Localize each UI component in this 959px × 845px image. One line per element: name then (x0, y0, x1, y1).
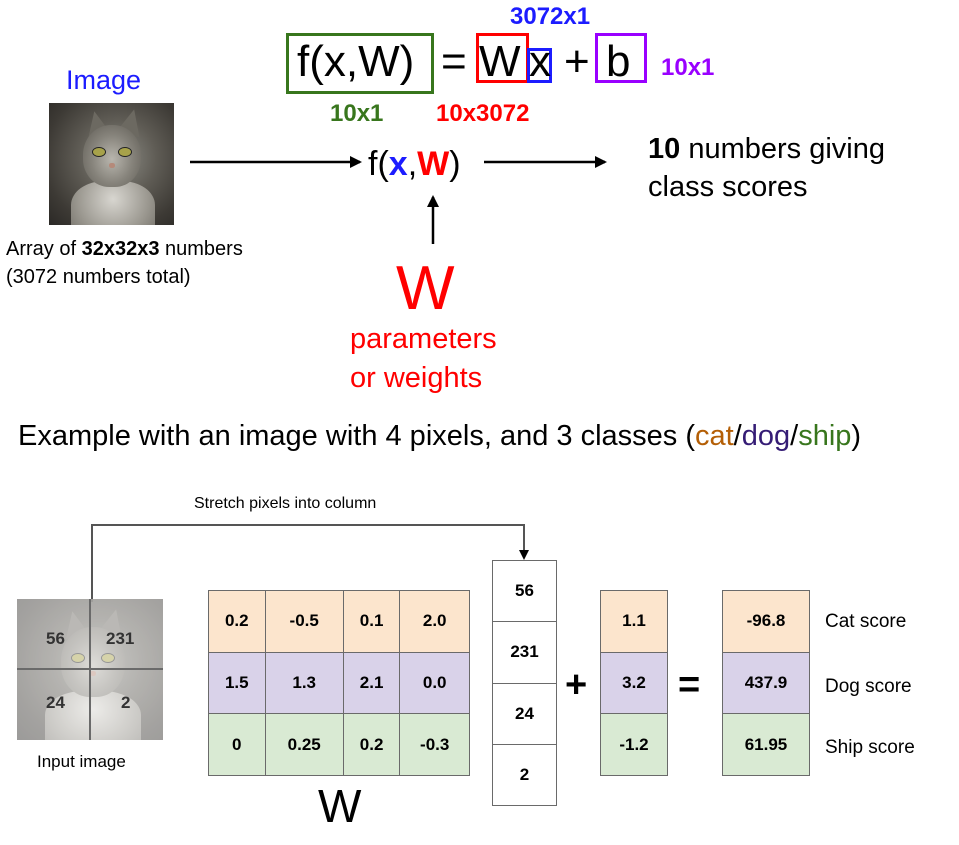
weight-cell: 0 (208, 713, 266, 776)
weight-cell: -0.3 (399, 713, 470, 776)
formula-f: f(x,W) (297, 37, 415, 86)
bias-cell: -1.2 (600, 713, 668, 776)
bias-cell: 3.2 (600, 651, 668, 715)
stretch-label: Stretch pixels into column (194, 495, 377, 512)
weight-cell: 1.3 (264, 651, 344, 715)
pixel-column: 56 231 24 2 (492, 559, 557, 807)
array-desc: Array of 32x32x3 numbers (6, 238, 243, 260)
column-cell: 24 (492, 682, 557, 745)
formula-x: x (529, 37, 551, 86)
column-cell: 56 (492, 559, 557, 623)
score-cell: 437.9 (722, 651, 810, 715)
weight-row-dog: 1.5 1.3 2.1 0.0 (208, 651, 470, 715)
formula-W: W (479, 37, 521, 86)
dim-b: 10x1 (661, 54, 715, 81)
score-cell: 61.95 (722, 713, 810, 776)
weight-cell: 2.0 (399, 590, 470, 653)
W-big-red: W (396, 254, 455, 323)
x-box (527, 48, 552, 83)
weight-cell: 0.0 (399, 651, 470, 715)
param-line1: parameters (350, 323, 497, 355)
equals-sign: = (678, 664, 701, 706)
weight-cell: 0.25 (264, 713, 344, 776)
weight-row-cat: 0.2 -0.5 0.1 2.0 (208, 590, 470, 653)
cat-score-label: Cat score (825, 611, 907, 632)
stretch-arrow (91, 524, 529, 602)
bias-vector: 1.1 3.2 -1.2 (600, 590, 668, 776)
ship-score-label: Ship score (825, 737, 915, 758)
param-line2: or weights (350, 362, 483, 394)
dog-score-label: Dog score (825, 676, 912, 697)
center-function: f(x,W) (368, 145, 461, 183)
bias-cell: 1.1 (600, 590, 668, 653)
scores-desc-line2: class scores (648, 171, 808, 203)
scores-desc-line1: 10 numbers giving (648, 133, 885, 165)
cat-image (49, 103, 174, 225)
formula-plus: + (564, 37, 590, 86)
b-box (595, 33, 647, 83)
plus-sign: + (565, 664, 588, 706)
input-image-label: Input image (37, 752, 126, 771)
pixel-value: 2 (121, 693, 131, 712)
image-title: Image (66, 65, 142, 95)
dim-W: 10x3072 (436, 100, 530, 127)
W-matrix-label: W (318, 780, 362, 832)
weight-cell: 0.1 (342, 590, 401, 653)
score-cell: -96.8 (722, 590, 810, 653)
weight-row-ship: 0 0.25 0.2 -0.3 (208, 713, 470, 776)
scores-vector: -96.8 437.9 61.95 (722, 590, 810, 776)
formula-b: b (606, 37, 631, 86)
f-box (286, 33, 434, 94)
weight-cell: 1.5 (208, 651, 266, 715)
example-heading: Example with an image with 4 pixels, and… (18, 420, 862, 452)
weight-matrix: 0.2 -0.5 0.1 2.0 1.5 1.3 2.1 0.0 0 0.25 … (208, 590, 470, 776)
weight-cell: 0.2 (208, 590, 266, 653)
column-cell: 2 (492, 743, 557, 807)
pixel-value: 56 (46, 629, 65, 648)
pixel-value: 231 (106, 629, 135, 648)
weight-cell: 2.1 (342, 651, 401, 715)
array-total: (3072 numbers total) (6, 266, 191, 288)
dim-f: 10x1 (330, 100, 384, 127)
dim-x: 3072x1 (510, 3, 591, 30)
formula-equals: = (441, 37, 467, 86)
pixel-value: 24 (46, 693, 65, 712)
column-cell: 231 (492, 621, 557, 684)
weight-cell: -0.5 (264, 590, 344, 653)
weight-cell: 0.2 (342, 713, 401, 776)
input-pixel-grid: 56 231 24 2 (17, 599, 163, 740)
